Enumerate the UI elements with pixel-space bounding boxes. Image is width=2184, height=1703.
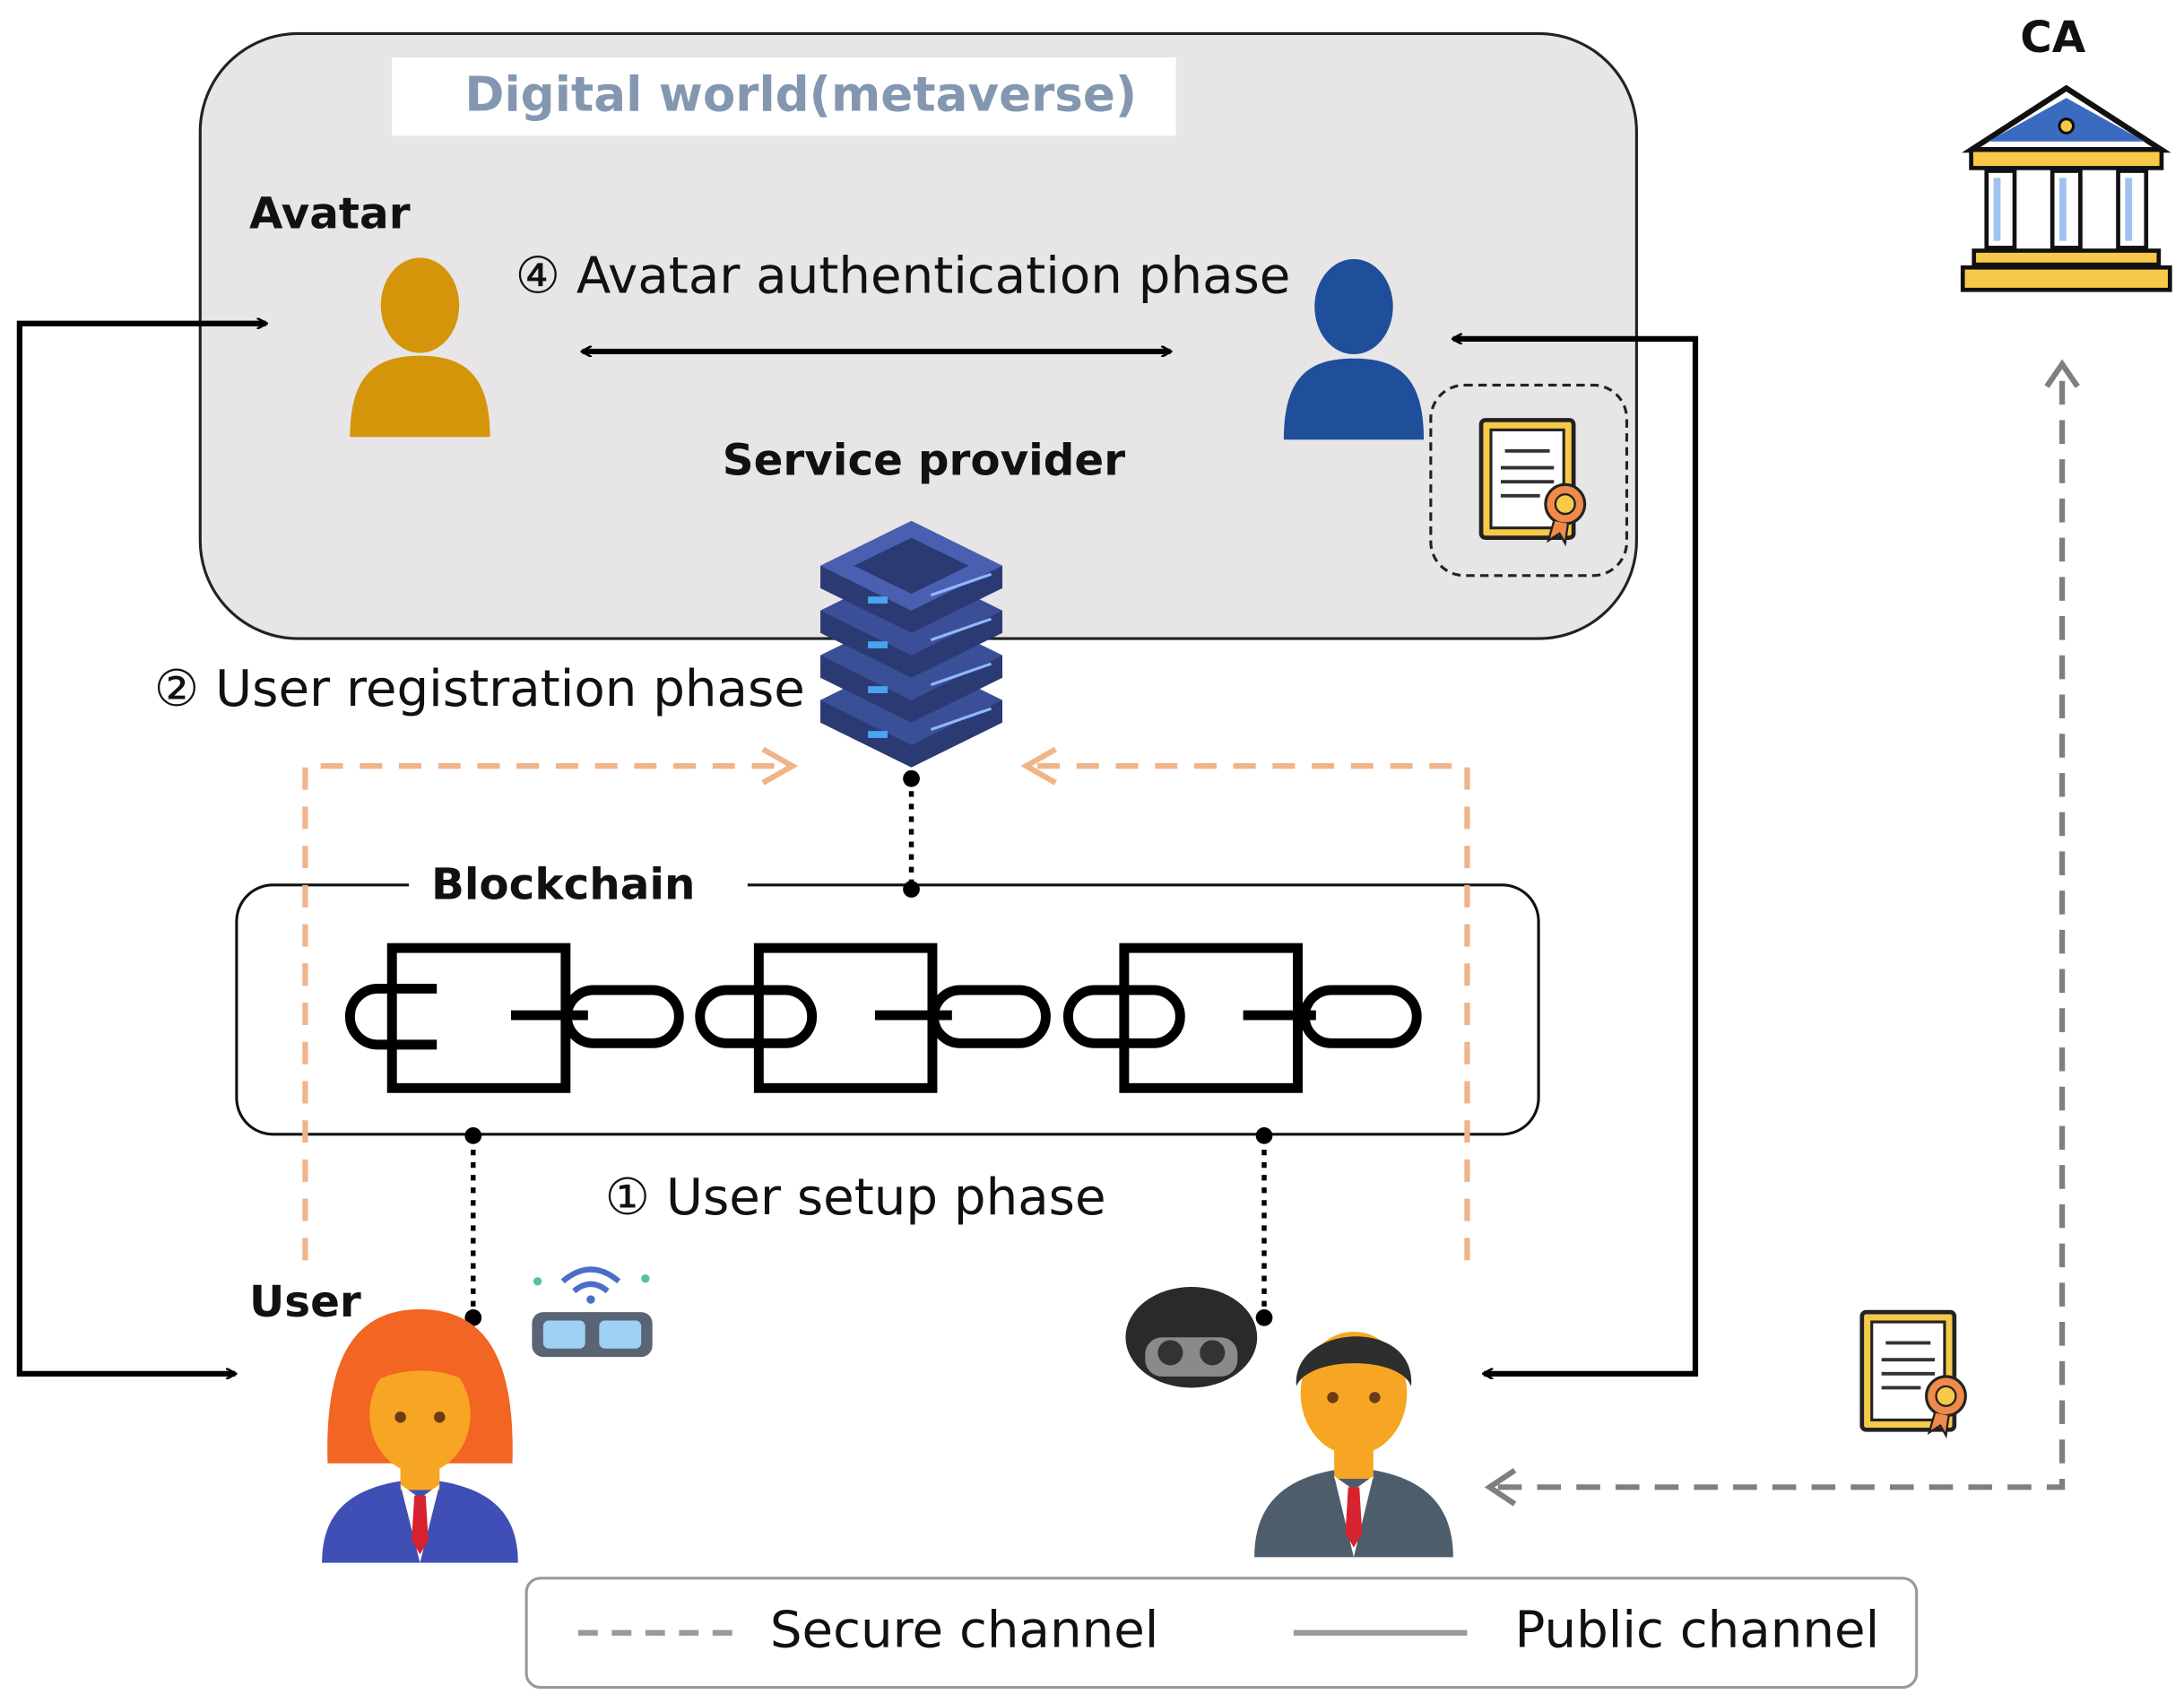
legend-public-label: Public channel xyxy=(1514,1602,1880,1660)
certificate-icon xyxy=(1478,418,1587,547)
vr-headset-icon xyxy=(1125,1287,1258,1388)
legend-secure-label: Secure channel xyxy=(769,1602,1159,1660)
service-provider-label: Service provider xyxy=(722,435,1126,486)
blockchain-box xyxy=(235,883,1540,1136)
ca-secure-channel xyxy=(1484,359,2080,1507)
chain-icon xyxy=(344,943,1422,1093)
registration-phase-label: ② User registration phase xyxy=(153,661,805,719)
vr-headset-icon xyxy=(532,1266,653,1358)
user-man-icon xyxy=(1254,1331,1453,1558)
setup-phase-label: ① User setup phase xyxy=(604,1169,1106,1227)
user-label: User xyxy=(248,1277,361,1328)
legend-box xyxy=(524,1577,1919,1690)
avatar-label: Avatar xyxy=(248,188,411,240)
certificate-icon xyxy=(1859,1309,1967,1439)
person-icon xyxy=(350,257,490,438)
certificate-box xyxy=(1429,383,1629,578)
digital-world-title-bg xyxy=(392,57,1176,136)
ca-label: CA xyxy=(2020,13,2086,64)
digital-world-title: Digital world(metaverse) xyxy=(464,66,1138,124)
person-icon xyxy=(1283,258,1425,440)
bank-icon xyxy=(1960,84,2172,292)
user-avatar-link xyxy=(16,324,1699,1374)
user-woman-icon xyxy=(322,1309,518,1563)
authentication-phase-label: ④ Avatar authentication phase xyxy=(515,248,1291,306)
blockchain-label: Blockchain xyxy=(430,859,696,910)
server-icon xyxy=(820,520,1003,768)
